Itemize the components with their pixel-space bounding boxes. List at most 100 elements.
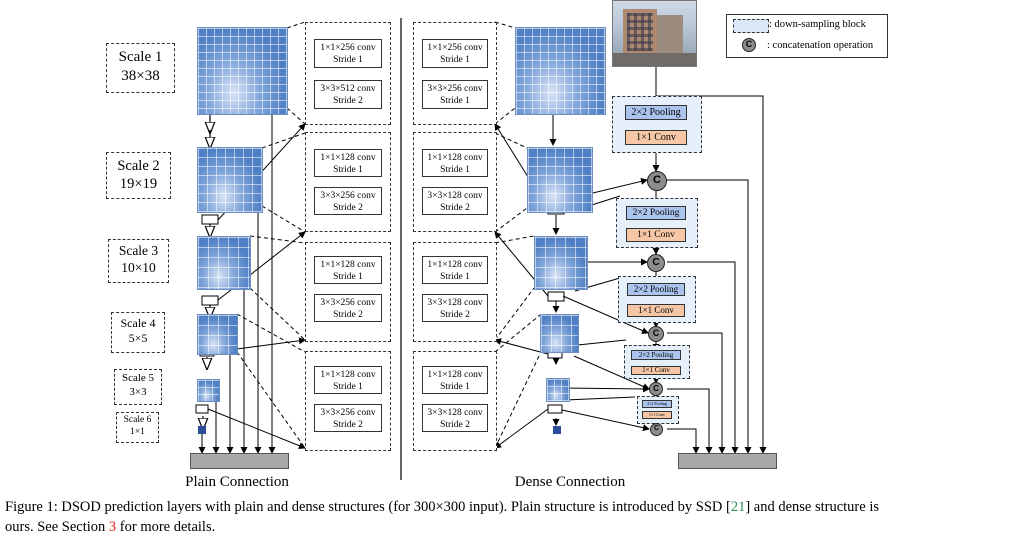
conv-label: 3×3×128 conv [427, 408, 483, 418]
concat-glyph: C [745, 39, 753, 49]
conv-stride: Stride 1 [440, 96, 470, 107]
ds-block-5: 2×2 Pooling 1×1 Conv [637, 396, 679, 424]
conv-stride: Stride 2 [440, 310, 470, 321]
dense-flow-arrows [549, 112, 560, 426]
ds-conv: 1×1 Conv [626, 228, 686, 242]
concat-glyph: C [652, 328, 660, 338]
scale-size: 5×5 [128, 331, 148, 345]
caption-text-2: ] and dense structure is [745, 499, 879, 515]
plain-feature-map-5 [197, 379, 220, 402]
scale-label-6: Scale 6 1×1 [116, 412, 159, 443]
scale-size: 1×1 [130, 426, 145, 437]
scale-label-3: Scale 3 10×10 [108, 239, 169, 283]
conv-label: 3×3×128 conv [427, 191, 483, 201]
scale-size: 10×10 [121, 259, 156, 275]
concat-node-1: C [647, 171, 667, 191]
ds-pool: 2×2 Pooling [631, 350, 681, 360]
dense-feature-map-6 [553, 426, 561, 434]
conv-label: 1×1×128 conv [320, 153, 376, 163]
concat-node-4: C [649, 382, 663, 396]
conv-stride: Stride 1 [333, 55, 363, 66]
dense-prediction-bar [678, 453, 777, 469]
scale-size: 38×38 [121, 67, 160, 84]
conv-label: 1×1×128 conv [320, 260, 376, 270]
dense-zoom-lines [494, 21, 541, 449]
legend-ds-swatch [733, 19, 769, 33]
conv-label: 3×3×256 conv [320, 298, 376, 308]
legend-ds-text: : down-sampling block [769, 19, 866, 30]
legend-concat-text: : concatenation operation [767, 40, 874, 51]
conv-stride: Stride 2 [440, 420, 470, 431]
scale-label-5: Scale 5 3×3 [114, 369, 162, 405]
ds-pool: 2×2 Pooling [626, 206, 686, 220]
dense-feature-map-1 [515, 27, 606, 115]
scale-name: Scale 1 [118, 49, 163, 65]
caption-text-3: ours. See Section [5, 519, 109, 535]
conv-stride: Stride 2 [333, 420, 363, 431]
conv-label: 1×1×128 conv [320, 370, 376, 380]
figure-caption: Figure 1: DSOD prediction layers with pl… [5, 497, 1005, 537]
conv-stride: Stride 2 [333, 310, 363, 321]
dense-feature-map-4 [540, 314, 579, 353]
concat-glyph: C [653, 425, 660, 432]
conv-stride: Stride 1 [440, 165, 470, 176]
conv-stride: Stride 1 [333, 165, 363, 176]
plain-zoom-lines [236, 21, 306, 449]
ds-conv: 1×1 Conv [642, 411, 672, 419]
scale-name: Scale 6 [123, 415, 152, 425]
ds-block-3: 2×2 Pooling 1×1 Conv [618, 276, 696, 323]
ds-pool: 2×2 Pooling [625, 105, 687, 120]
conv-stride: Stride 2 [440, 203, 470, 214]
dense-feature-map-5 [546, 378, 570, 402]
scale-name: Scale 2 [117, 158, 160, 174]
ds-block-1: 2×2 Pooling 1×1 Conv [612, 96, 702, 153]
conv-stride: Stride 2 [333, 96, 363, 107]
concat-glyph: C [653, 384, 659, 393]
plain-connection-label: Plain Connection [185, 474, 289, 490]
legend: : down-sampling block C : concatenation … [726, 14, 888, 58]
scale-name: Scale 5 [121, 372, 155, 384]
conv-stride: Stride 2 [333, 203, 363, 214]
conv-label: 1×1×128 conv [427, 153, 483, 163]
scale-label-4: Scale 4 5×5 [111, 312, 165, 353]
conv-stride: Stride 1 [440, 382, 470, 393]
concat-node-5: C [650, 423, 663, 436]
conv-label: 3×3×256 conv [320, 191, 376, 201]
conv-label: 3×3×256 conv [427, 84, 483, 94]
concat-node-2: C [647, 254, 665, 272]
ds-conv: 1×1 Conv [625, 130, 687, 145]
ds-conv: 1×1 Conv [631, 366, 681, 375]
citation-link[interactable]: 21 [730, 499, 746, 515]
plain-feature-map-4 [197, 314, 238, 355]
dense-feature-map-2 [527, 147, 593, 213]
plain-feature-map-6 [198, 426, 206, 434]
conv-label: 3×3×128 conv [427, 298, 483, 308]
section-link[interactable]: 3 [108, 519, 117, 535]
input-image [612, 0, 697, 67]
concat-glyph: C [653, 174, 661, 186]
conv-stride: Stride 1 [440, 55, 470, 66]
scale-name: Scale 3 [118, 243, 159, 258]
ds-block-4: 2×2 Pooling 1×1 Conv [624, 345, 690, 379]
